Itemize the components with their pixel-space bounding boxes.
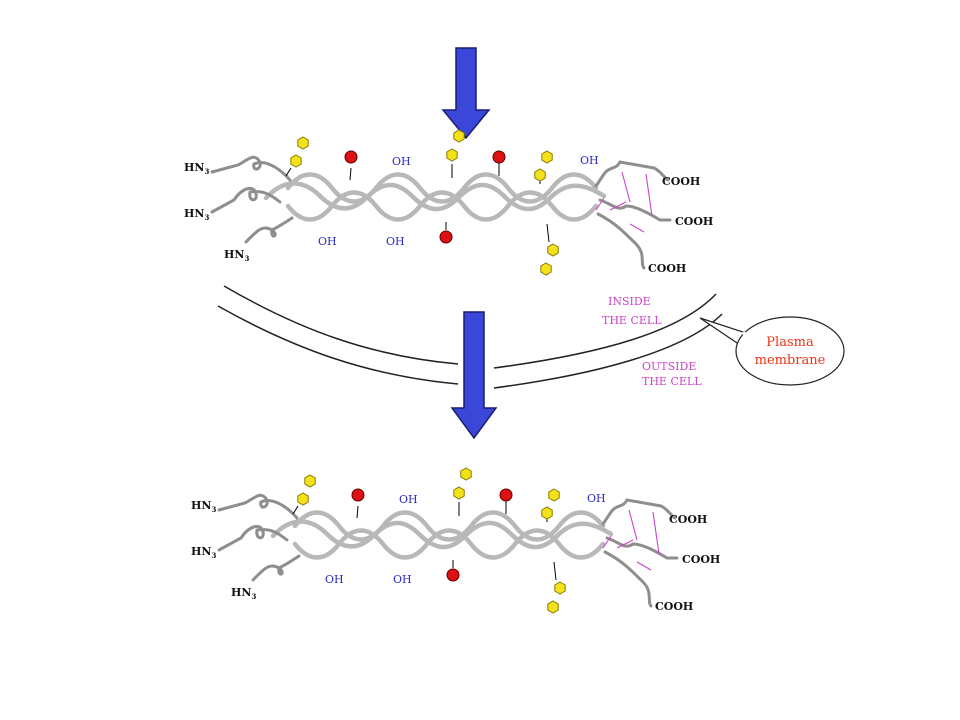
plasma-membrane (217, 285, 723, 389)
n-terminus-label: HN3 (191, 499, 216, 514)
n-terminus-label: HN3 (231, 586, 256, 601)
n-terminus-label: HN3 (191, 545, 216, 560)
c-terminus-label: COOH (669, 513, 707, 526)
hydroxyl-label: OH (580, 154, 599, 167)
c-terminus-label: COOH (655, 600, 693, 613)
hydroxyl-label: OH (318, 235, 337, 248)
c-terminus-label: COOH (675, 215, 713, 228)
n-terminus-label: HN3 (184, 161, 209, 176)
c-terminus-label: COOH (682, 553, 720, 566)
n-terminus-label: HN3 (224, 248, 249, 263)
svg-text:INSIDE: INSIDE (608, 295, 651, 308)
hydroxyl-label: OH (587, 492, 606, 505)
hydroxyl-label: OH (399, 493, 418, 506)
procollagen-molecule-bottom: HN3 HN3 HN3 COOH COOH COOH OH OH OH OH (191, 468, 720, 613)
svg-text:THE CELL: THE CELL (642, 375, 702, 388)
callout-line-2: membrane (755, 353, 826, 368)
hydroxyl-label: OH (392, 155, 411, 168)
outside-the-cell-label: OUTSIDE THE CELL (642, 360, 702, 388)
procollagen-molecule-top: HN3 HN3 HN3 COOH COOH COOH OH OH OH OH (184, 130, 713, 275)
hydroxyl-label: OH (386, 235, 405, 248)
inside-the-cell-label: INSIDE THE CELL (602, 295, 662, 327)
n-terminus-label: HN3 (184, 207, 209, 222)
c-terminus-label: COOH (648, 262, 686, 275)
hydroxyl-label: OH (393, 573, 412, 586)
plasma-membrane-callout: Plasma membrane (699, 316, 845, 386)
hydroxyl-label: OH (325, 573, 344, 586)
svg-text:THE CELL: THE CELL (602, 314, 662, 327)
callout-line-1: Plasma (766, 335, 814, 350)
down-arrow-icon (450, 311, 498, 440)
down-arrow-icon (441, 47, 491, 140)
svg-text:OUTSIDE: OUTSIDE (642, 360, 696, 373)
c-terminus-label: COOH (662, 175, 700, 188)
